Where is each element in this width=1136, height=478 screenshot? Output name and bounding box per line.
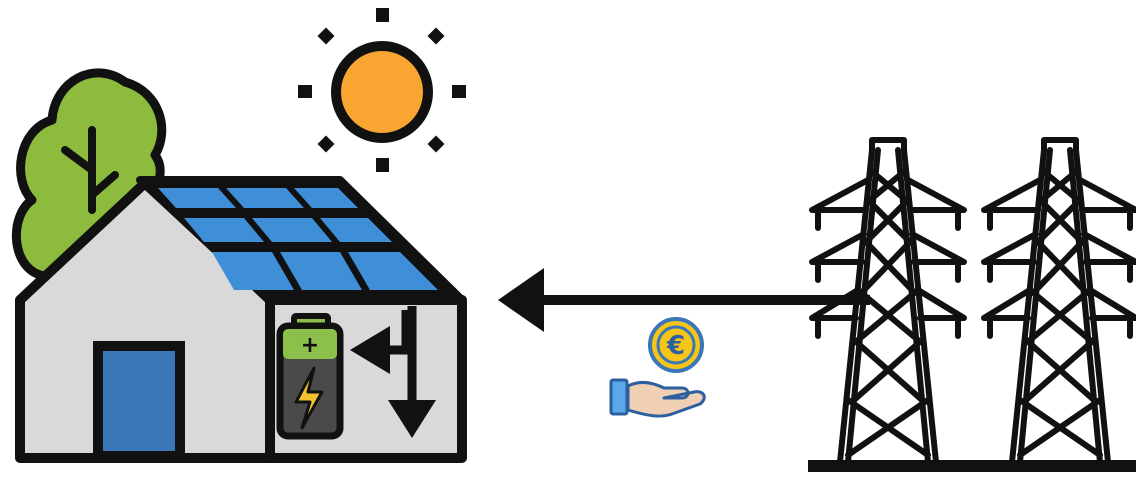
sun-icon [298,8,466,172]
ground-line [808,460,1136,472]
coin-symbol: € [666,331,685,361]
power-pylon-icon [984,140,1136,462]
battery-plus: + [301,333,319,358]
door [98,346,180,456]
hand-icon [611,380,704,416]
euro-coin-icon: € [650,319,702,371]
battery-icon: + [280,316,340,436]
power-pylon-icon [812,140,964,462]
